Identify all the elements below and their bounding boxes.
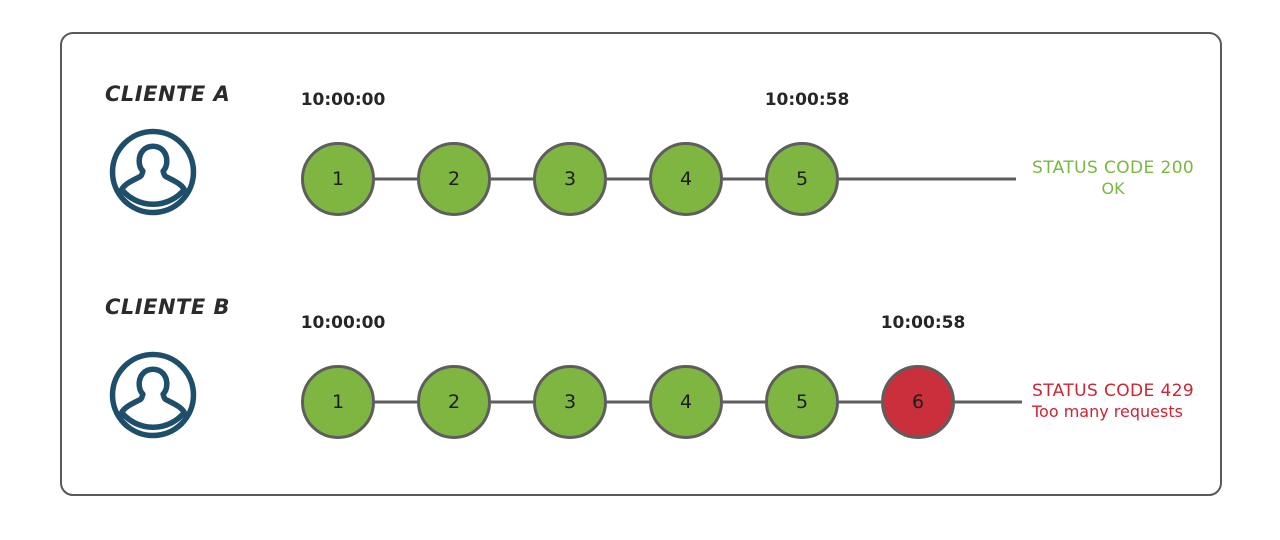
connector-segment	[491, 400, 533, 404]
diagram-panel	[60, 32, 1222, 496]
request-node-client-a-2: 2	[417, 142, 491, 216]
timestamp-end-client-a: 10:00:58	[764, 90, 850, 110]
user-circle-icon	[107, 126, 199, 218]
request-node-client-b-3: 3	[533, 365, 607, 439]
client-label-client-a: CLIENTE A	[105, 82, 231, 106]
connector-segment	[723, 177, 765, 181]
request-node-client-a-4: 4	[649, 142, 723, 216]
timestamp-end-client-b: 10:00:58	[880, 313, 966, 333]
client-label-client-b: CLIENTE B	[105, 295, 231, 319]
status-message-line: OK	[1101, 179, 1125, 199]
request-node-client-b-1: 1	[301, 365, 375, 439]
connector-segment	[607, 177, 649, 181]
request-node-client-b-4: 4	[649, 365, 723, 439]
connector-segment	[839, 400, 881, 404]
connector-segment	[375, 400, 417, 404]
timestamp-start-client-b: 10:00:00	[300, 313, 386, 333]
request-node-client-a-1: 1	[301, 142, 375, 216]
connector-segment	[491, 177, 533, 181]
user-circle-icon	[107, 349, 199, 441]
request-node-client-b-5: 5	[765, 365, 839, 439]
status-message-line: Too many requests	[1032, 402, 1183, 422]
request-node-client-b-6: 6	[881, 365, 955, 439]
request-node-client-a-3: 3	[533, 142, 607, 216]
timestamp-start-client-a: 10:00:00	[300, 90, 386, 110]
connector-segment	[375, 177, 417, 181]
connector-segment	[723, 400, 765, 404]
connector-tail-client-a	[839, 177, 1016, 181]
request-node-client-a-5: 5	[765, 142, 839, 216]
connector-segment	[607, 400, 649, 404]
request-node-client-b-2: 2	[417, 365, 491, 439]
connector-tail-client-b	[955, 400, 1022, 404]
status-code-line: STATUS CODE 429	[1032, 381, 1195, 401]
status-code-line: STATUS CODE 200	[1032, 158, 1195, 178]
